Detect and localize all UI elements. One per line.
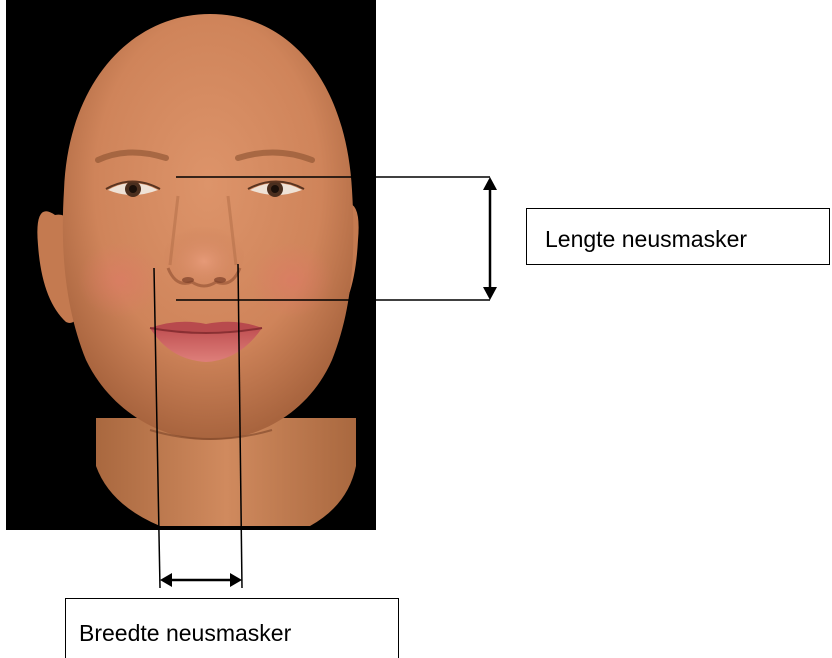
length-label: Lengte neusmasker <box>545 226 747 252</box>
width-arrow-head-right <box>230 573 242 587</box>
width-label-box: Breedte neusmasker <box>65 598 399 658</box>
left-cheek <box>78 242 162 318</box>
width-label: Breedte neusmasker <box>79 620 291 646</box>
right-cheek <box>250 242 334 318</box>
length-arrow-head-up <box>483 177 497 190</box>
length-arrow-head-down <box>483 287 497 300</box>
length-label-box: Lengte neusmasker <box>526 208 830 265</box>
width-arrow-head-left <box>160 573 172 587</box>
